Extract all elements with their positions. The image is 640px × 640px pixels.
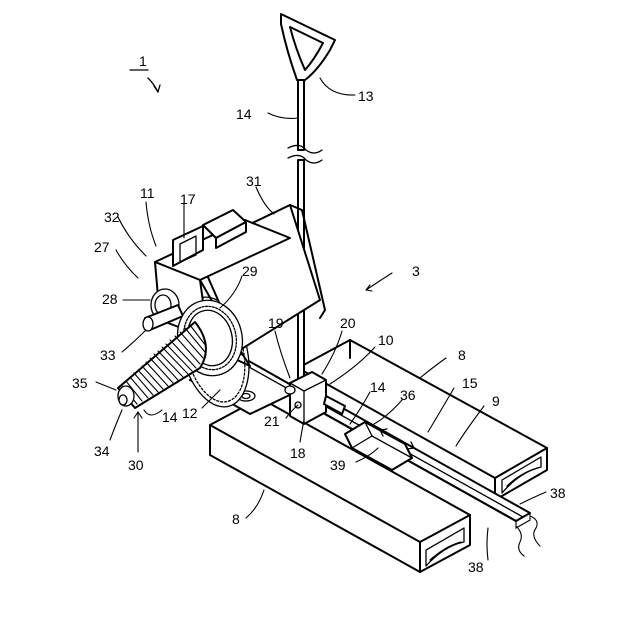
label-ref-3: 3	[412, 263, 420, 279]
label-ref-1: 1	[139, 53, 147, 69]
label-ref-20: 20	[340, 315, 356, 331]
label-ref-14-rod: 14	[236, 106, 252, 122]
label-ref-15: 15	[462, 375, 478, 391]
label-ref-28: 28	[102, 291, 118, 307]
label-ref-13: 13	[358, 88, 374, 104]
label-ref-38-bottom: 38	[468, 559, 484, 575]
label-ref-35: 35	[72, 375, 88, 391]
label-ref-38-top: 38	[550, 485, 566, 501]
label-ref-14-low: 14	[162, 409, 178, 425]
figure-pointer-arrow	[130, 70, 160, 92]
label-ref-17: 17	[180, 191, 196, 207]
label-ref-32: 32	[104, 209, 120, 225]
label-ref-39: 39	[330, 457, 346, 473]
label-ref-21: 21	[264, 413, 280, 429]
label-ref-36: 36	[400, 387, 416, 403]
handle-rod	[281, 14, 335, 385]
label-ref-8-right: 8	[458, 347, 466, 363]
label-ref-8-left: 8	[232, 511, 240, 527]
label-ref-12: 12	[182, 405, 198, 421]
label-ref-19: 19	[268, 315, 284, 331]
label-ref-29: 29	[242, 263, 258, 279]
label-ref-33: 33	[100, 347, 116, 363]
label-ref-18: 18	[290, 445, 306, 461]
label-ref-14-mid: 14	[370, 379, 386, 395]
label-ref-11: 11	[140, 185, 155, 201]
label-ref-10: 10	[378, 332, 394, 348]
conical-roller	[118, 322, 206, 408]
label-ref-9: 9	[492, 393, 500, 409]
label-ref-31: 31	[246, 173, 262, 189]
label-ref-34: 34	[94, 443, 110, 459]
label-ref-27: 27	[94, 239, 110, 255]
label-ref-30: 30	[128, 457, 144, 473]
